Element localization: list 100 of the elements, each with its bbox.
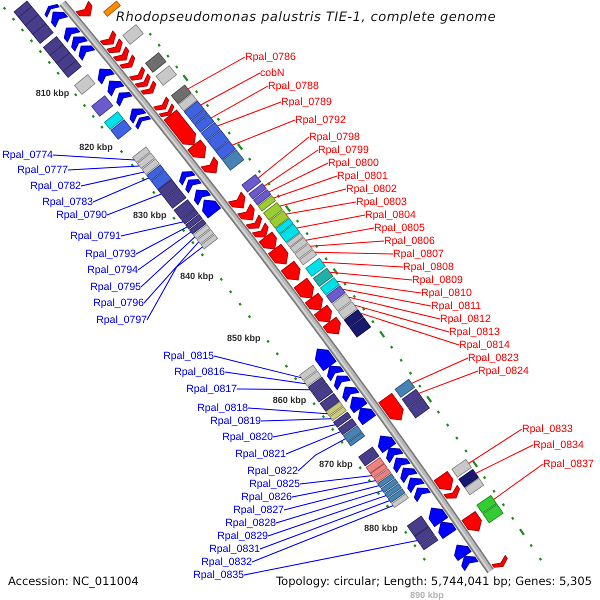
leader-line	[296, 214, 366, 229]
feature-block	[374, 468, 392, 483]
feature-block	[190, 109, 208, 125]
feature-block	[56, 52, 77, 72]
leader-line	[314, 252, 394, 254]
scale-label: 890 kbp	[410, 590, 444, 600]
feature-block	[348, 432, 365, 446]
feature-block	[156, 65, 177, 86]
feature-block	[305, 258, 326, 277]
feature-block	[151, 170, 172, 190]
feature-block	[420, 535, 438, 550]
gene-label: Rpal_0819	[210, 415, 261, 427]
leader-line	[52, 154, 136, 160]
feature-block	[384, 483, 402, 498]
gene-label: Rpal_0811	[431, 300, 482, 312]
scale-label: 820 kbp	[79, 142, 113, 152]
feature-block	[104, 111, 124, 130]
feature-block	[388, 488, 406, 503]
accession-text: Accession: NC_011004	[8, 574, 139, 588]
gene-label: Rpal_0791	[70, 230, 121, 242]
gene-label: Rpal_0818	[197, 402, 248, 414]
feature-block	[258, 195, 276, 212]
gene-label: Rpal_0777	[17, 164, 68, 176]
leader-line	[232, 120, 296, 146]
leader-line	[252, 505, 394, 562]
feature-block	[14, 0, 32, 18]
gene-label: Rpal_0804	[365, 209, 416, 221]
gene-label: Rpal_0813	[449, 326, 500, 338]
gene-label: Rpal_0816	[174, 366, 225, 378]
feature-block	[414, 526, 435, 545]
feature-block	[482, 504, 504, 524]
leader-line	[216, 102, 282, 126]
leader-line	[310, 240, 384, 247]
feature-block	[329, 406, 347, 422]
leader-line	[187, 56, 246, 90]
feature-block	[194, 114, 214, 132]
leader-line	[138, 231, 192, 270]
feature-block	[24, 14, 46, 35]
gene-label: Rpal_0821	[235, 448, 286, 460]
feature-block	[91, 95, 114, 117]
gene-label: Rpal_0807	[393, 248, 444, 260]
gene-label: Rpal_0831	[209, 543, 260, 555]
feature-block	[200, 234, 218, 250]
gene-label: Rpal_0814	[459, 339, 510, 351]
feature-block	[338, 418, 357, 436]
feature-block	[43, 36, 64, 56]
feature-block	[196, 229, 214, 244]
feature-block	[269, 210, 289, 228]
gene-label: Rpal_0803	[356, 196, 407, 208]
leader-line	[273, 176, 338, 199]
scale-label: 880 kbp	[364, 522, 398, 534]
gene-label: Rpal_0774	[2, 149, 53, 161]
leader-line	[475, 444, 534, 474]
feature-block	[476, 495, 497, 514]
feature-block	[275, 218, 294, 234]
feature-block	[184, 100, 204, 120]
feature-block	[110, 119, 132, 140]
feature-block	[215, 140, 236, 160]
feature-block	[192, 224, 210, 240]
feature-block	[62, 60, 82, 78]
feature-block	[136, 152, 155, 169]
leader-line	[264, 150, 318, 187]
feature-block	[303, 370, 322, 387]
feature-block	[248, 183, 267, 200]
leader-line	[292, 480, 376, 498]
gene-label: Rpal_0799	[318, 144, 369, 156]
feature-block	[178, 93, 198, 112]
feature-block	[464, 478, 484, 496]
leader-line	[286, 431, 341, 454]
gene-label: Rpal_0792	[295, 114, 346, 126]
feature-block	[253, 189, 272, 206]
feature-block	[333, 412, 352, 428]
gene-label: Rpal_0826	[241, 491, 292, 503]
leader-line	[136, 226, 188, 254]
feature-block	[164, 188, 186, 209]
gene-label: Rpal_0808	[403, 261, 454, 273]
gene-label: Rpal_0812	[440, 313, 491, 325]
scale-label: 840 kbp	[180, 270, 214, 282]
genome-summary-text: Topology: circular; Length: 5,744,041 bp; Genes: 5,305	[276, 574, 592, 588]
feature-block	[344, 309, 364, 328]
gene-label: Rpal_0796	[93, 297, 144, 309]
gene-label: Rpal_0801	[337, 170, 388, 182]
gene-label: Rpal_0789	[281, 96, 332, 108]
leader-line	[336, 280, 422, 294]
feature-block	[408, 398, 430, 418]
feature-block	[294, 243, 313, 260]
leader-line	[258, 136, 310, 179]
leader-line	[360, 312, 460, 346]
feature-block	[299, 249, 318, 266]
feature-block	[189, 219, 206, 234]
gene-label: Rpal_0833	[522, 423, 573, 435]
feature-block	[181, 209, 199, 224]
feature-block	[358, 446, 380, 466]
gene-label: Rpal_0788	[268, 80, 319, 92]
gene-label: Rpal_0797	[96, 314, 147, 326]
scale-label: 830 kbp	[132, 210, 166, 220]
leader-line	[236, 388, 310, 390]
leader-line	[106, 194, 162, 216]
leader-line	[354, 304, 450, 332]
leader-line	[493, 464, 544, 500]
